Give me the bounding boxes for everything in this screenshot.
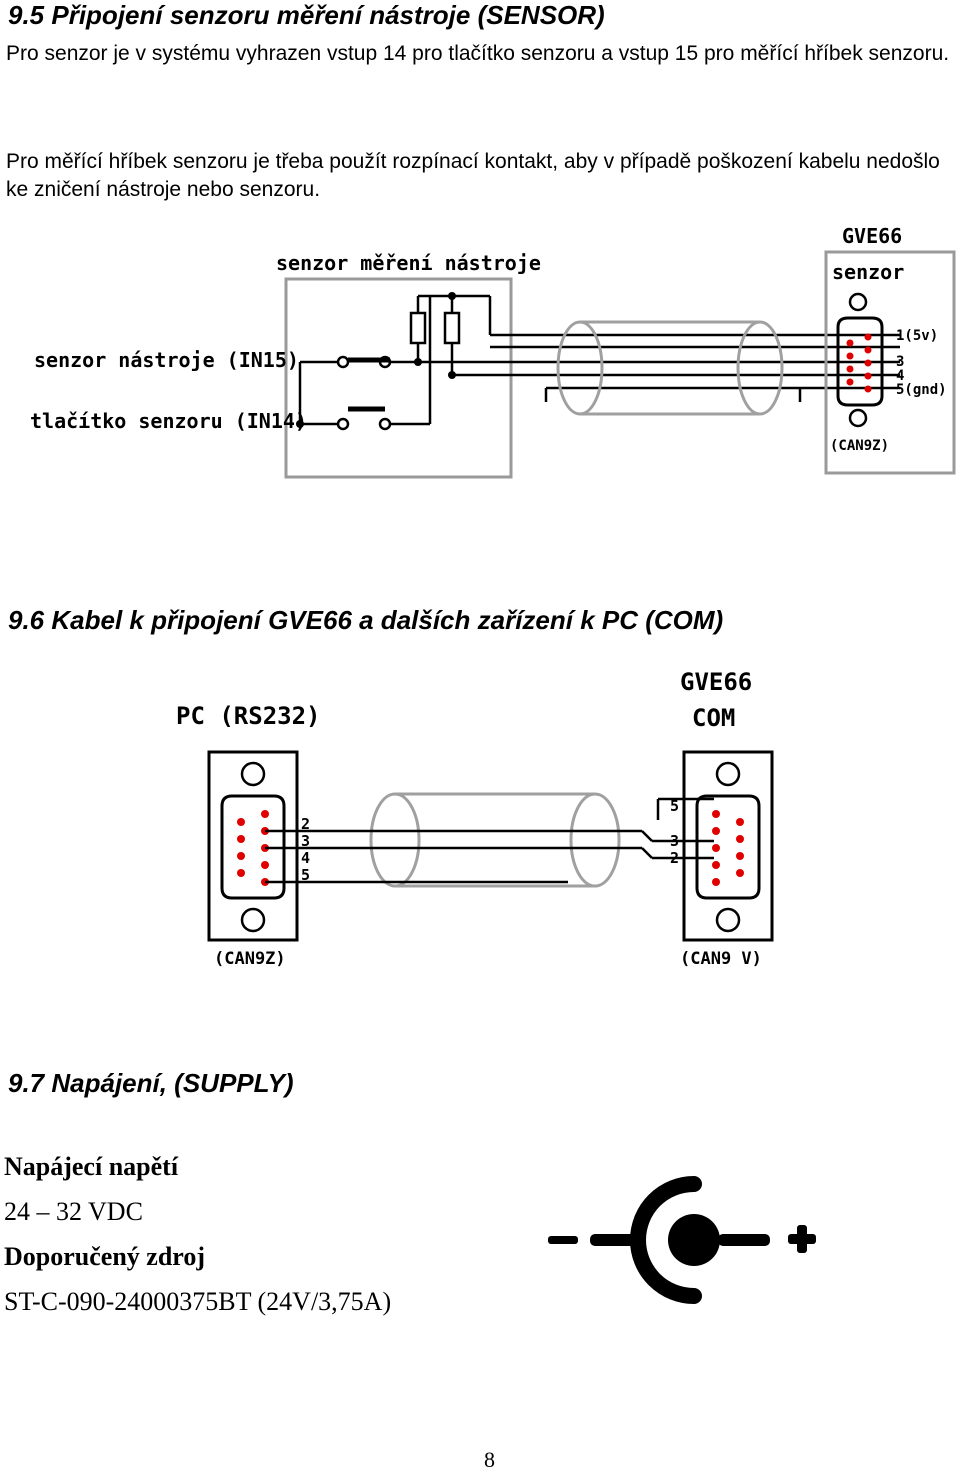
gve-subtitle: senzor: [832, 260, 904, 284]
outer-sleeve-arc: [630, 1176, 702, 1304]
gve-pin-5: 5: [670, 797, 679, 815]
gve-box: [824, 250, 956, 475]
pc-connector: [207, 750, 299, 942]
minus-wire: [590, 1234, 642, 1246]
heading-supply: 9.7 Napájení, (SUPPLY): [8, 1068, 294, 1098]
sensor-title: senzor měření nástroje: [276, 251, 541, 275]
pin-4-label: 4: [896, 368, 904, 384]
pin-5-label: 5(gnd): [896, 382, 947, 398]
pc-label: PC (RS232): [176, 702, 321, 730]
sensor-internal-wiring: [296, 292, 900, 431]
paragraph-sensor-inputs: Pro senzor je v systému vyhrazen vstup 1…: [6, 42, 950, 65]
label-in15: senzor nástroje (IN15): [34, 348, 299, 372]
cable-wiring-diagram: PC (RS232) GVE66 COM 2 3 4 5 (CAN9Z): [176, 668, 774, 969]
can9z-connector: [836, 292, 884, 428]
minus-sign: [548, 1236, 578, 1244]
pin-1-label: 1(5v): [896, 328, 938, 344]
label-in14: tlačítko senzoru (IN14): [30, 409, 307, 433]
pc-pin-2: 2: [301, 815, 310, 833]
page-number: 8: [484, 1447, 495, 1472]
pc-pin-5: 5: [301, 866, 310, 884]
voltage-label: Napájecí napětí: [4, 1152, 179, 1181]
gve-title: GVE66: [842, 224, 902, 248]
com-wires: [265, 797, 714, 884]
gve-pin-3: 3: [670, 832, 679, 850]
gve-com-label-1: GVE66: [680, 668, 752, 696]
pin-3-label: 3: [896, 354, 904, 370]
plus-wire: [718, 1234, 770, 1246]
gve-connector-label: (CAN9Z): [830, 438, 889, 454]
power-source-label: Doporučený zdroj: [4, 1242, 206, 1271]
voltage-value: 24 – 32 VDC: [4, 1197, 143, 1226]
gve-com-connector: [682, 750, 774, 942]
cable-shield: [556, 320, 784, 416]
pc-pin-3: 3: [301, 832, 310, 850]
heading-sensor: 9.5 Připojení senzoru měření nástroje (S…: [8, 0, 605, 30]
plus-sign-vertical: [797, 1225, 807, 1253]
polarity-symbol: [548, 1176, 816, 1304]
sensor-box: [284, 277, 513, 479]
gve-pin-2: 2: [670, 849, 679, 867]
pc-connector-label: (CAN9Z): [214, 949, 286, 969]
heading-cable: 9.6 Kabel k připojení GVE66 a dalších za…: [8, 605, 724, 635]
paragraph-sensor-contact: Pro měřící hříbek senzoru je třeba použí…: [6, 150, 940, 201]
com-cable-shield: [369, 792, 621, 888]
gve-com-connector-label: (CAN9 V): [680, 949, 762, 969]
center-pin: [668, 1214, 720, 1266]
sensor-wiring-diagram: senzor měření nástroje senzor nástroje (…: [30, 224, 956, 479]
gve-com-label-2: COM: [692, 704, 735, 732]
pc-pin-4: 4: [301, 849, 310, 867]
power-source-value: ST-C-090-24000375BT (24V/3,75A): [4, 1287, 392, 1316]
